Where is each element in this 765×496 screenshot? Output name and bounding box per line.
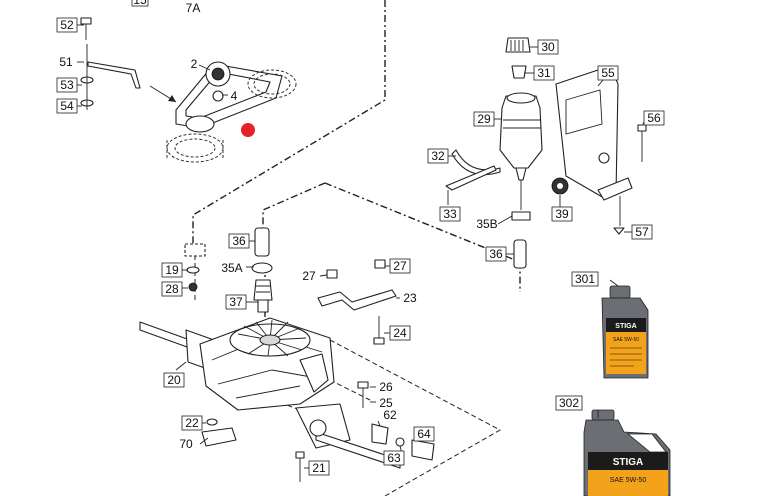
callout-32: 32	[427, 148, 449, 164]
svg-text:33: 33	[443, 207, 457, 221]
svg-text:24: 24	[393, 326, 407, 340]
callout-2: 2	[191, 57, 198, 71]
callout-37: 37	[225, 294, 247, 310]
callout-22: 22	[181, 415, 203, 431]
callout-36-left: 36	[228, 233, 250, 249]
svg-text:64: 64	[417, 427, 431, 441]
svg-text:31: 31	[537, 66, 551, 80]
svg-text:36: 36	[489, 247, 503, 261]
svg-text:25: 25	[379, 396, 393, 410]
svg-text:28: 28	[165, 282, 179, 296]
svg-text:2: 2	[191, 57, 198, 71]
callout-70: 70	[179, 437, 193, 451]
transaxle-assembly	[139, 317, 435, 482]
callout-23: 23	[403, 291, 417, 305]
callout-57: 57	[631, 224, 653, 240]
callout-28: 28	[161, 281, 183, 297]
callout-53: 53	[56, 77, 78, 93]
svg-text:63: 63	[387, 451, 401, 465]
callout-26: 26	[379, 380, 393, 394]
svg-text:36: 36	[232, 234, 246, 248]
svg-text:4: 4	[231, 89, 238, 103]
svg-text:22: 22	[185, 416, 199, 430]
oil-tank-group	[445, 37, 647, 269]
svg-text:39: 39	[555, 207, 569, 221]
callout-20: 20	[163, 372, 185, 388]
svg-text:30: 30	[541, 40, 555, 54]
callout-301: 301	[571, 271, 599, 287]
svg-text:302: 302	[559, 396, 579, 410]
callout-55: 55	[597, 65, 619, 81]
hose-fittings-group	[184, 227, 397, 345]
svg-text:53: 53	[60, 78, 74, 92]
svg-text:29: 29	[477, 112, 491, 126]
bottle-small-grade: SAE 5W-50	[613, 337, 639, 343]
callout-29: 29	[473, 111, 495, 127]
callout-35a: 35A	[221, 261, 242, 275]
callout-63: 63	[383, 450, 405, 466]
belt-drive-group	[80, 17, 297, 163]
svg-text:26: 26	[379, 380, 393, 394]
callout-36-right: 36	[485, 246, 507, 262]
svg-text:35A: 35A	[221, 261, 242, 275]
svg-text:27: 27	[393, 259, 407, 273]
callout-302: 302	[555, 395, 583, 411]
callout-4: 4	[231, 89, 238, 103]
callout-21: 21	[308, 460, 330, 476]
svg-text:70: 70	[179, 437, 193, 451]
svg-text:56: 56	[647, 111, 661, 125]
callout-64: 64	[413, 426, 435, 442]
callout-30: 30	[537, 39, 559, 55]
svg-text:57: 57	[635, 225, 649, 239]
callout-62: 62	[383, 408, 397, 422]
callout-15: 15	[131, 0, 149, 7]
callout-33: 33	[439, 206, 461, 222]
svg-text:51: 51	[59, 55, 73, 69]
svg-text:7A: 7A	[186, 1, 201, 15]
svg-text:301: 301	[575, 272, 595, 286]
callout-27-left: 27	[302, 269, 316, 283]
svg-text:19: 19	[165, 263, 179, 277]
bottle-small-brand: STIGA	[615, 323, 636, 330]
callout-39: 39	[551, 206, 573, 222]
callout-54: 54	[56, 98, 78, 114]
callout-52: 52	[56, 17, 78, 33]
callout-7a: 7A	[186, 1, 201, 15]
svg-text:55: 55	[601, 66, 615, 80]
svg-text:62: 62	[383, 408, 397, 422]
svg-text:52: 52	[60, 18, 74, 32]
oil-bottle-small: STIGA SAE 5W-50	[601, 285, 649, 379]
oil-bottle-large: STIGA SAE 5W-50	[583, 409, 671, 496]
svg-text:27: 27	[302, 269, 316, 283]
callout-51: 51	[59, 55, 73, 69]
svg-text:32: 32	[431, 149, 445, 163]
bottle-large-brand: STIGA	[613, 457, 644, 468]
callout-25: 25	[379, 396, 393, 410]
svg-text:23: 23	[403, 291, 417, 305]
callout-31: 31	[533, 65, 555, 81]
callouts: 15 7A 52 51 53 54 2 4 30	[56, 0, 665, 476]
svg-text:15: 15	[133, 0, 147, 7]
callout-27-right: 27	[389, 258, 411, 274]
callout-19: 19	[161, 262, 183, 278]
callout-56: 56	[643, 110, 665, 126]
svg-text:21: 21	[312, 461, 326, 475]
svg-text:54: 54	[60, 99, 74, 113]
bottle-large-grade: SAE 5W-50	[610, 477, 647, 484]
click-marker	[241, 123, 255, 137]
svg-text:20: 20	[167, 373, 181, 387]
svg-text:37: 37	[229, 295, 243, 309]
callout-35b: 35B	[476, 217, 497, 231]
svg-text:35B: 35B	[476, 217, 497, 231]
callout-24: 24	[389, 325, 411, 341]
